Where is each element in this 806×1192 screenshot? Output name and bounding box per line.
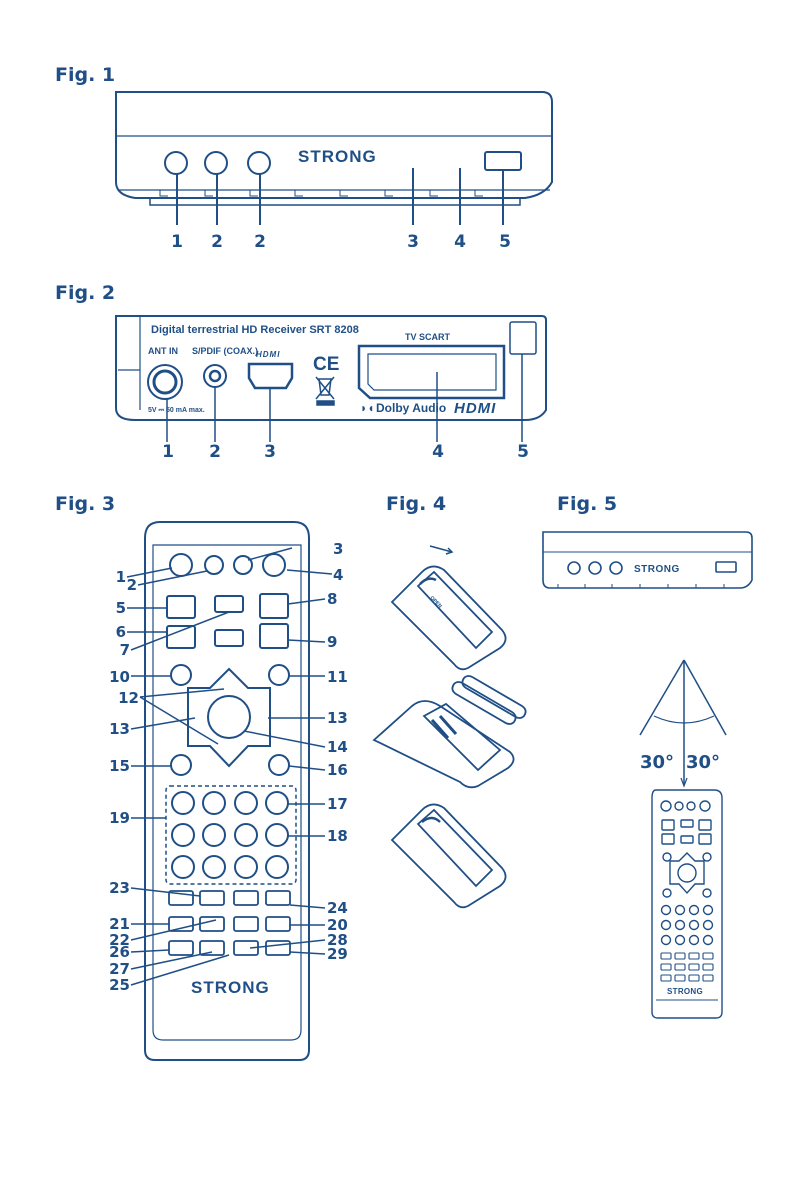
fig1-callout-5: 5 [499,232,511,252]
fig1-brand: STRONG [298,147,377,166]
fig1-callout-1: 1 [171,232,183,252]
fig1-callout-2a: 2 [211,232,223,252]
fig3-callout-4: 4 [333,566,343,584]
fig3-callout-7: 7 [120,641,130,659]
fig3-callout-19: 19 [109,809,130,827]
fig3-callout-10: 10 [109,668,130,686]
fig3-callout-23: 23 [109,879,130,897]
fig3-callout-26: 26 [109,943,130,961]
fig5-brand: STRONG [634,564,680,575]
fig3-callout-12: 12 [118,689,139,707]
fig3-callout-3: 3 [333,540,343,558]
fig3-callout-18: 18 [327,827,348,845]
fig2-dolby-icon: ◗◖ [360,401,375,415]
fig3-callout-8: 8 [327,590,337,608]
battery-2 [462,676,525,718]
fig3-callout-2: 2 [127,576,137,594]
fig2-hdmi-port-label: HDMI [256,350,280,359]
fig2-callout-2: 2 [209,442,221,462]
fig1-callout-3: 3 [407,232,419,252]
fig3-callout-16: 16 [327,761,348,779]
fig4-step-open [392,546,506,669]
fig2-callout-4: 4 [432,442,444,462]
fig2-model-label: Digital terrestrial HD Receiver SRT 8208 [151,324,359,336]
fig1-callout-2b: 2 [254,232,266,252]
fig3-callout-14: 14 [327,738,348,756]
fig3-callout-15: 15 [109,757,130,775]
fig2-callout-5: 5 [517,442,529,462]
fig3-callout-6: 6 [116,623,126,641]
fig5-remote-brand: STRONG [667,987,703,996]
fig3-callout-13-right: 13 [327,709,348,727]
fig2-ant-in-label: ANT IN [148,346,178,356]
fig5-remote [652,790,722,1018]
fig3-callout-29: 29 [327,945,348,963]
fig2-tv-scart-label: TV SCART [405,332,451,342]
fig2-callouts: 1 2 3 4 5 [162,442,529,462]
fig3-callout-25: 25 [109,976,130,994]
fig3-callout-5: 5 [116,599,126,617]
fig2-power-label: 5V ⎓ 50 mA max. [148,407,205,414]
fig2-ce-mark: CE [313,354,339,375]
fig2-hdmi-logo: HDMI [454,400,496,417]
fig5-angle-right: 30° [686,752,720,773]
fig3-callout-11: 11 [327,668,348,686]
fig5-angle-left: 30° [640,752,674,773]
fig3-brand: STRONG [191,978,270,997]
fig2-callout-3: 3 [264,442,276,462]
fig5-front-small [543,532,752,588]
fig3-callout-24: 24 [327,899,348,917]
fig2-dolby-label: Dolby Audio [376,401,446,415]
fig3-callout-13-left: 13 [109,720,130,738]
fig3-callout-1: 1 [116,568,126,586]
fig4-step-insert [374,676,526,787]
fig2-callout-1: 1 [162,442,174,462]
fig4-step-close [392,804,506,907]
fig4-battery-steps [374,546,526,907]
fig1-callouts: 1 2 2 3 4 5 [171,232,511,252]
fig2-spdif-label: S/PDIF (COAX.) [192,346,258,356]
fig3-callout-17: 17 [327,795,348,813]
fig1-callout-4: 4 [454,232,466,252]
fig3-callout-9: 9 [327,633,337,651]
